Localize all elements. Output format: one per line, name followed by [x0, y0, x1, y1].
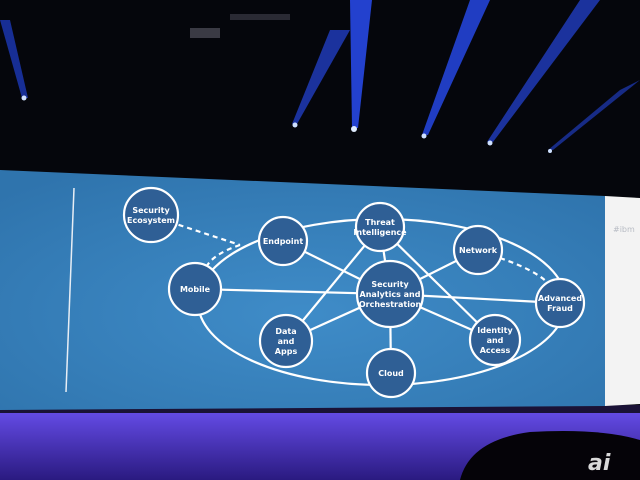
node-circle [167, 261, 223, 317]
slide-screen [0, 170, 605, 410]
watermark-logo: ai [588, 451, 611, 476]
node-label: Identity [477, 326, 513, 335]
node-circle [468, 313, 522, 367]
slide-divider [65, 187, 75, 393]
node-label: Security [371, 280, 409, 289]
node-label: Cloud [378, 369, 404, 378]
node-label: Analytics and [360, 290, 421, 299]
node-circle [534, 277, 586, 329]
node-circle [354, 201, 406, 253]
node-label: Intelligence [353, 228, 407, 237]
node-label: Ecosystem [127, 216, 175, 225]
node-label: Endpoint [263, 237, 304, 246]
diagram-nodes: SecurityEcosystemEndpointThreatIntellige… [122, 186, 586, 399]
node-circle [122, 186, 180, 244]
node-label: Fraud [547, 304, 573, 313]
hashtag: #ibm [613, 225, 635, 234]
node-cloud: Cloud [365, 347, 417, 399]
dashed-link-ecosystem [169, 220, 241, 271]
node-label: Data [275, 327, 296, 336]
node-label: Advanced [538, 294, 582, 303]
node-label: and [487, 336, 504, 345]
audience-head [460, 431, 640, 480]
node-label: and [278, 337, 295, 346]
slide-side-panel [605, 196, 640, 406]
node-circle [257, 215, 309, 267]
node-circle [355, 259, 425, 329]
node-circle [258, 313, 314, 369]
node-circle [365, 347, 417, 399]
dashed-link-fraud [499, 256, 549, 284]
node-label: Network [459, 246, 498, 255]
node-label: Threat [365, 218, 395, 227]
node-label: Mobile [180, 285, 211, 294]
node-label: Orchestration [359, 300, 422, 309]
node-label: Access [480, 346, 511, 355]
node-mobile: Mobile [167, 261, 223, 317]
node-circle [452, 224, 504, 276]
node-label: Apps [275, 347, 298, 356]
node-network: Network [452, 224, 504, 276]
stage-lights [0, 0, 640, 153]
node-label: Security [132, 206, 170, 215]
node-endpoint: Endpoint [257, 215, 309, 267]
